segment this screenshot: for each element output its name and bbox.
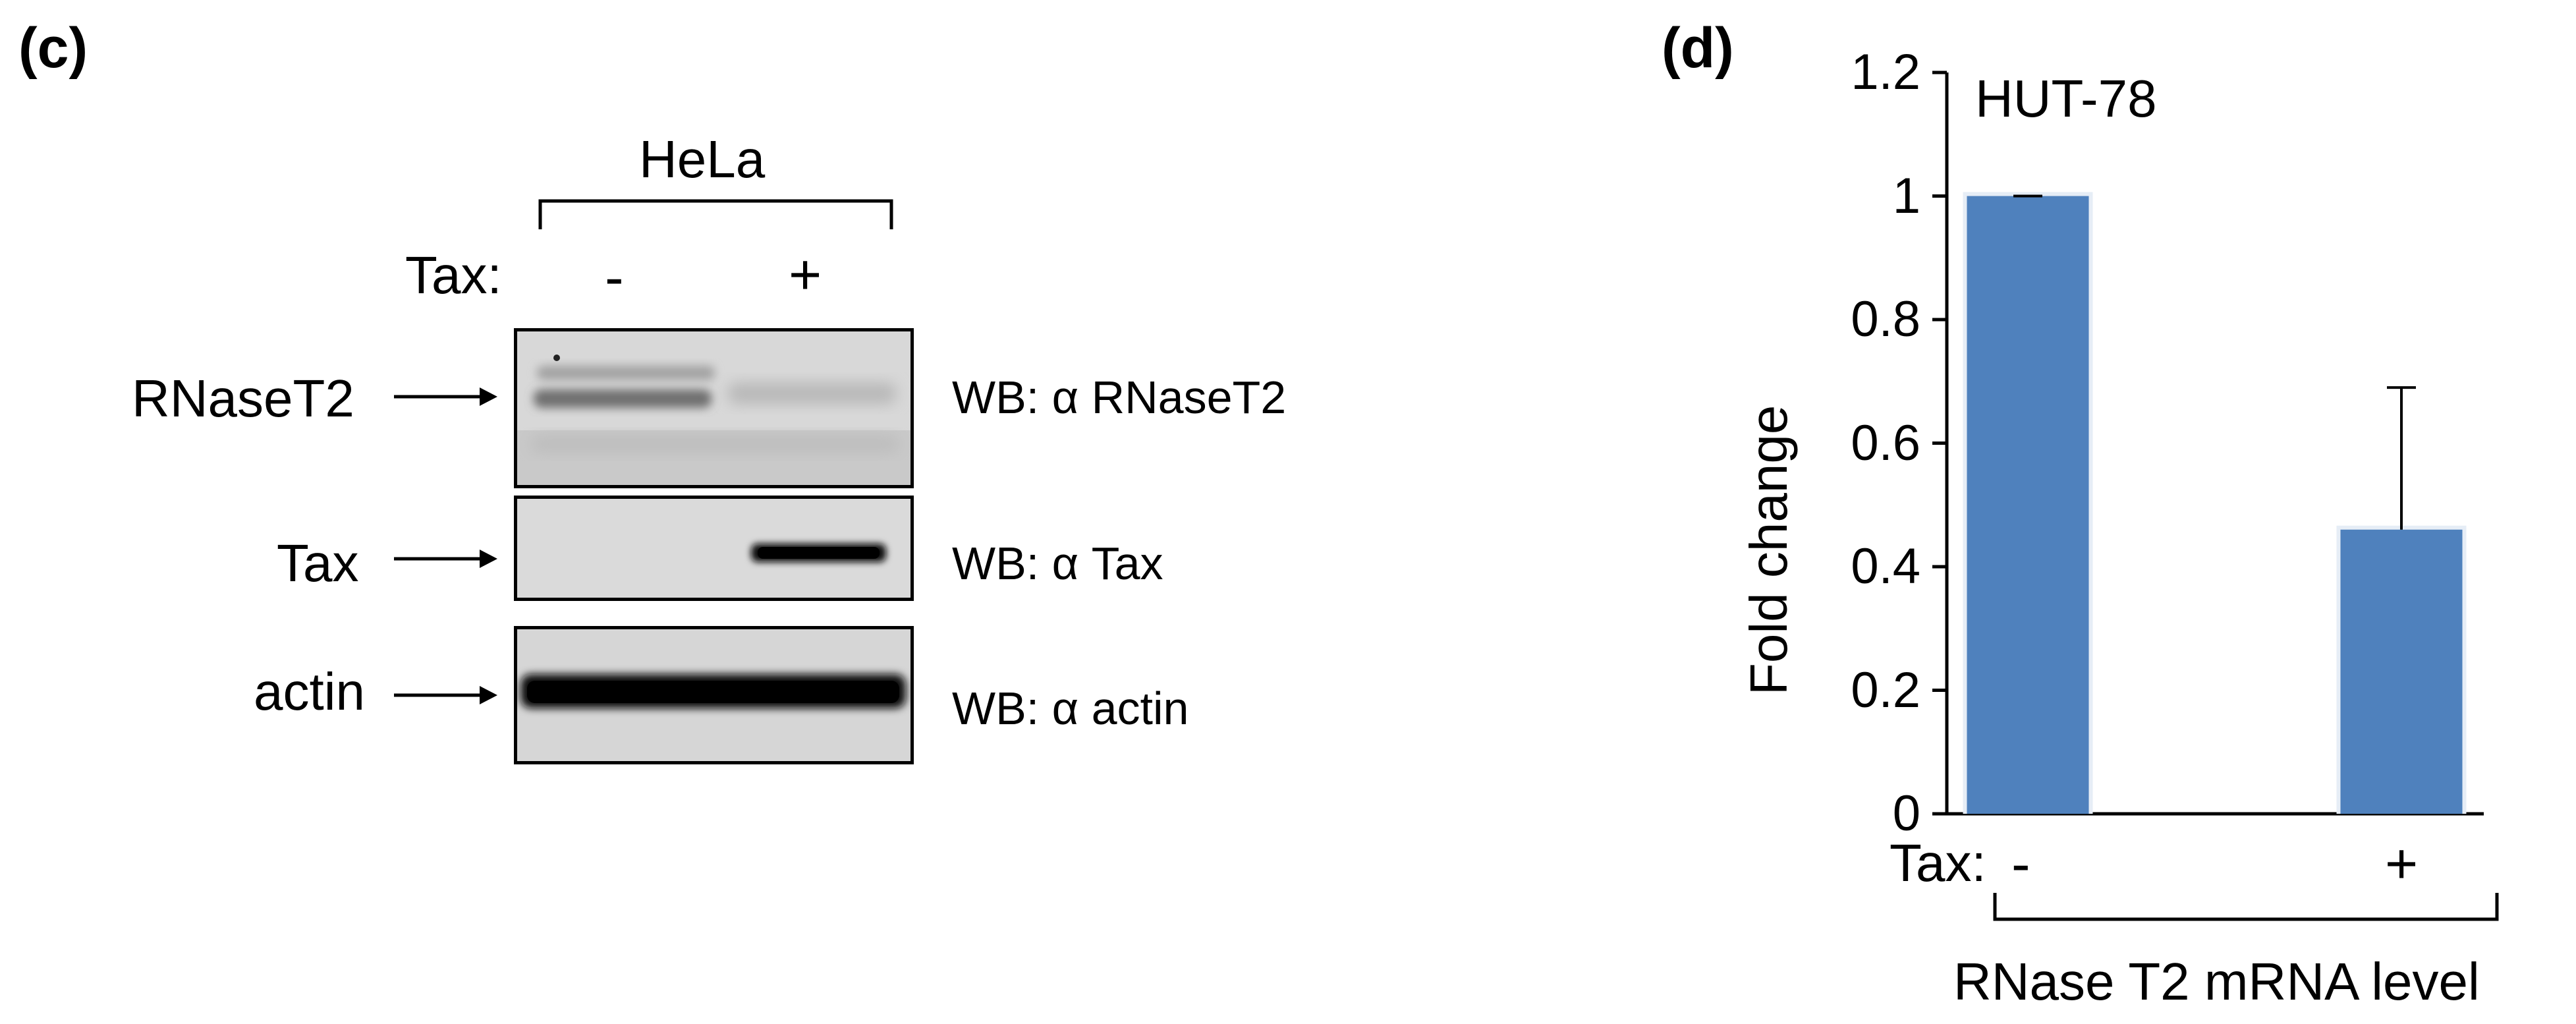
actin-blot: [514, 626, 914, 764]
lane-1-label: -: [605, 246, 624, 309]
tax-target-label: Tax: [277, 534, 359, 592]
actin-target-label: actin: [254, 662, 365, 721]
lane-2-label: +: [789, 243, 822, 306]
category-bracket: [1993, 893, 2499, 921]
actin-arrow: [394, 686, 497, 704]
bar-0: [1967, 196, 2089, 814]
y-tick-label: 0.2: [1851, 662, 1920, 718]
rnaset2-target-label: RNaseT2: [132, 369, 354, 428]
y-tick-label: 0: [1892, 785, 1920, 841]
y-tick-label: 0.8: [1851, 291, 1920, 347]
x-category-label: +: [2385, 832, 2419, 896]
tax-arrow: [394, 550, 497, 568]
tax-blot: [514, 496, 914, 601]
x-axis-label: RNase T2 mRNA level: [1953, 952, 2480, 1011]
y-tick-label: 0.6: [1851, 414, 1920, 471]
rnaset2-wb-label: WB: α RNaseT2: [952, 372, 1287, 423]
y-tick-label: 1: [1892, 167, 1920, 224]
x-tax-label: Tax:: [1890, 834, 1986, 892]
panel-c-label: (c): [18, 16, 88, 80]
y-tick-label: 1.2: [1851, 44, 1920, 100]
actin-wb-label: WB: α actin: [952, 683, 1189, 734]
cell-line-label: HeLa: [639, 130, 766, 188]
rnaset2-blot: [514, 328, 914, 488]
chart-title: HUT-78: [1975, 69, 2157, 128]
panel-d-label: (d): [1662, 16, 1734, 80]
tax-wb-label: WB: α Tax: [952, 538, 1163, 589]
y-tick-label: 0.4: [1851, 538, 1920, 594]
rnaset2-arrow: [394, 387, 497, 406]
x-category-label: -: [2011, 832, 2030, 896]
bar-1: [2340, 529, 2463, 814]
tax-row-label: Tax:: [405, 246, 502, 304]
